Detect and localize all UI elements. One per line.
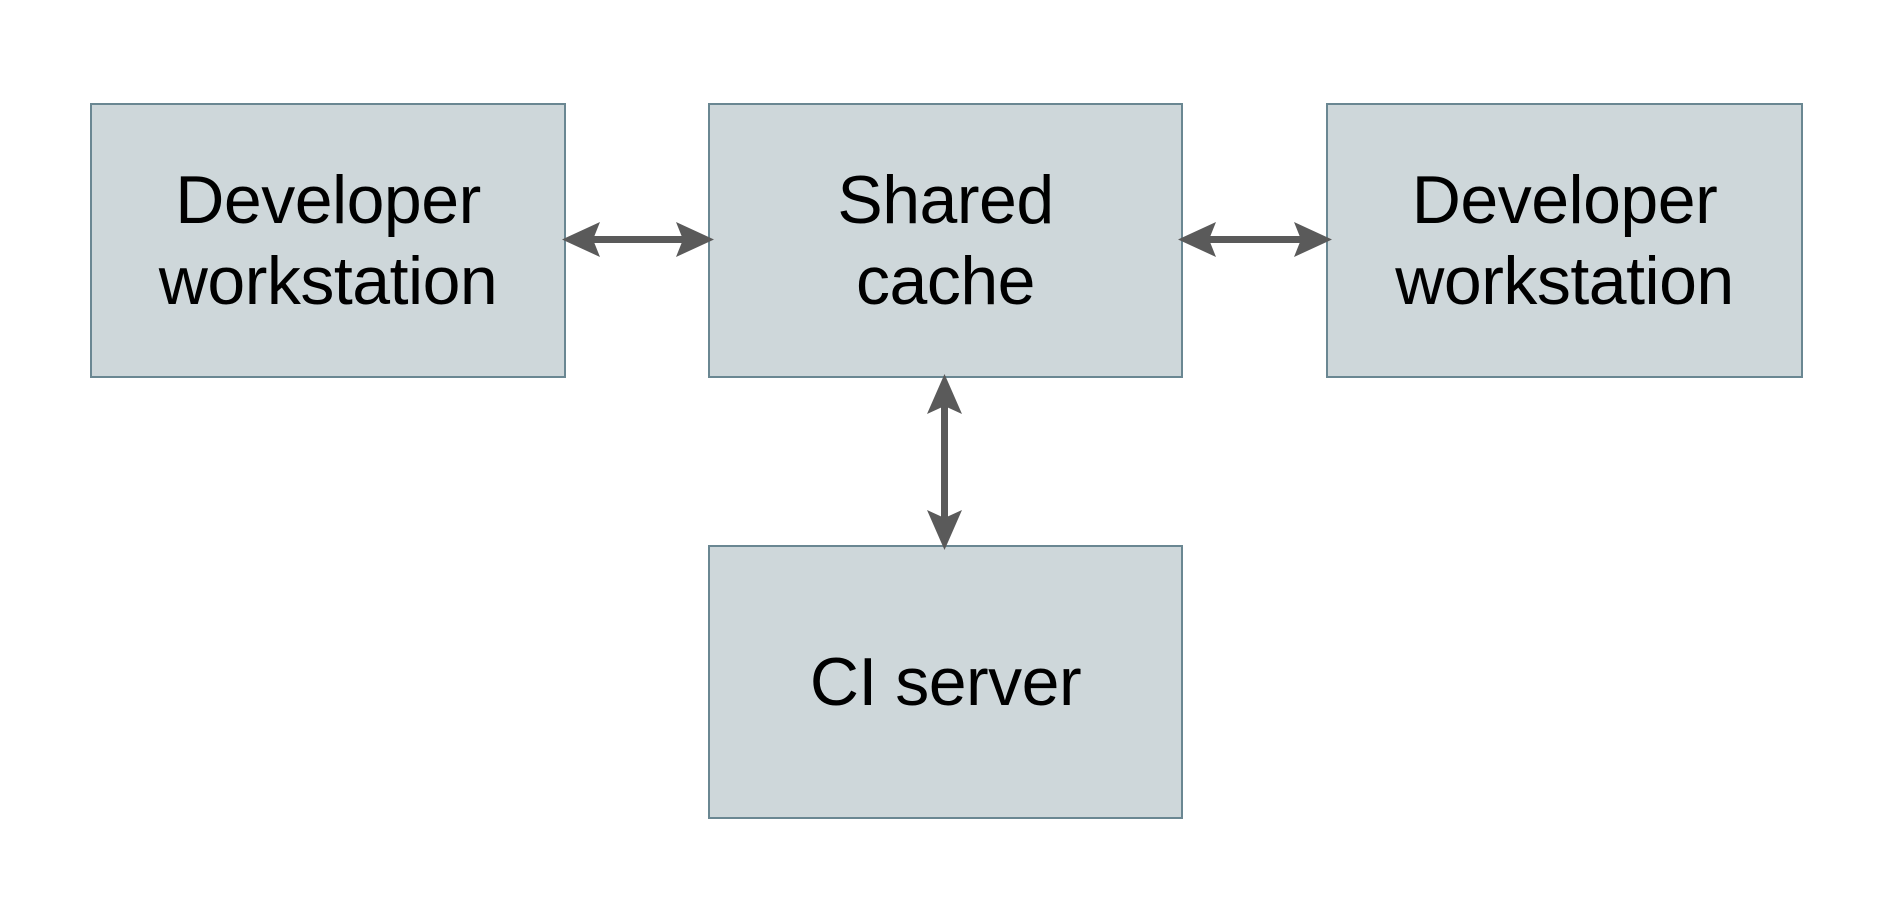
node-shared-cache[interactable]: Shared cache bbox=[708, 103, 1183, 378]
node-developer-workstation-right[interactable]: Developer workstation bbox=[1326, 103, 1803, 378]
edge-shared-cache-to-ci-server[interactable] bbox=[905, 372, 985, 552]
node-label: CI server bbox=[809, 643, 1082, 720]
double-headed-arrow-icon bbox=[927, 374, 962, 550]
edge-shared-cache-to-developer-right[interactable] bbox=[1176, 200, 1334, 280]
node-label: Shared cache bbox=[837, 162, 1054, 319]
double-headed-arrow-icon bbox=[562, 222, 714, 257]
edge-developer-left-to-shared-cache[interactable] bbox=[560, 200, 716, 280]
node-label: Developer workstation bbox=[158, 162, 498, 319]
double-headed-arrow-icon bbox=[1178, 222, 1332, 257]
node-ci-server[interactable]: CI server bbox=[708, 545, 1183, 819]
node-developer-workstation-left[interactable]: Developer workstation bbox=[90, 103, 566, 378]
node-label: Developer workstation bbox=[1395, 162, 1734, 319]
